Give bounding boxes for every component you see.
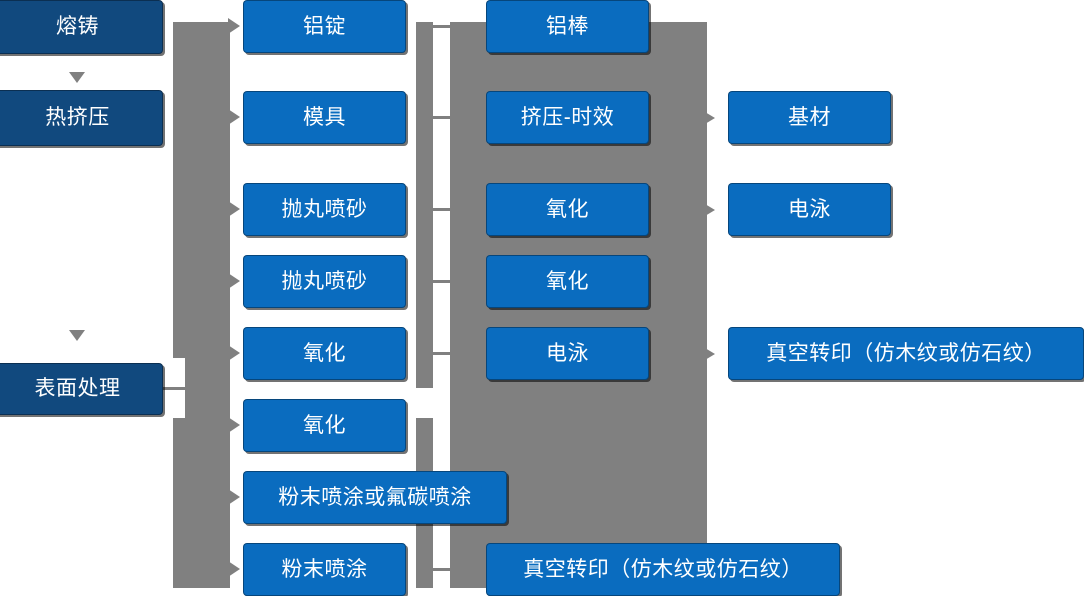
node-paowan-1[interactable]: 抛丸喷砂: [243, 183, 406, 236]
bridge-row-6: [430, 568, 454, 571]
node-paowan-2[interactable]: 抛丸喷砂: [243, 255, 406, 308]
arrow-down-rejiya-biaomian: [69, 330, 85, 341]
node-label: 真空转印（仿木纹或仿石纹）: [766, 341, 1046, 365]
node-zhenkong-bottom[interactable]: 真空转印（仿木纹或仿石纹）: [486, 543, 840, 596]
node-label: 粉末喷涂或氟碳喷涂: [278, 485, 472, 509]
trunk-mid-notch: [410, 388, 440, 418]
arrow-to-paowan-2: [228, 273, 240, 289]
arrow-to-jicai: [705, 112, 715, 124]
sep-line-1: [433, 22, 450, 25]
arrow-to-paowan-1: [228, 201, 240, 217]
node-label: 电泳: [788, 197, 831, 221]
node-dianyong-2[interactable]: 电泳: [728, 183, 891, 236]
node-label: 电泳: [546, 341, 589, 365]
arrow-to-yanghua-1: [228, 345, 240, 361]
arrow-to-yanghua-2: [228, 417, 240, 433]
node-fenmo[interactable]: 粉末喷涂: [243, 543, 406, 596]
node-label: 模具: [303, 105, 346, 129]
node-label: 氧化: [303, 341, 346, 365]
arrow-to-fenmo-fst: [228, 489, 240, 505]
bridge-row-3: [430, 208, 454, 211]
node-label: 氧化: [546, 269, 589, 293]
arrow-to-dianyong-2: [705, 204, 715, 216]
arrow-to-ludding: [228, 18, 240, 34]
node-label: 真空转印（仿木纹或仿石纹）: [523, 557, 803, 581]
node-label: 粉末喷涂: [281, 557, 368, 581]
node-yanghua-1[interactable]: 氧化: [243, 327, 406, 380]
node-zhenkong-top[interactable]: 真空转印（仿木纹或仿石纹）: [728, 327, 1084, 380]
node-label: 抛丸喷砂: [281, 269, 368, 293]
node-label: 热挤压: [45, 106, 110, 130]
node-label: 铝锭: [303, 14, 346, 38]
node-rongzhu[interactable]: 熔铸: [0, 0, 163, 54]
trunk-left-main: [173, 22, 230, 588]
node-yanghua-2[interactable]: 氧化: [243, 399, 406, 452]
arrow-down-rongzhu-rejiya: [69, 72, 85, 83]
node-yanghua-3[interactable]: 氧化: [486, 183, 649, 236]
node-muju[interactable]: 模具: [243, 91, 406, 144]
node-biaomian[interactable]: 表面处理: [0, 363, 163, 415]
node-label: 抛丸喷砂: [281, 197, 368, 221]
stem-biaomian-to-trunk: [163, 387, 185, 390]
bridge-row-1: [430, 25, 454, 28]
node-label: 氧化: [546, 197, 589, 221]
node-label: 挤压-时效: [520, 105, 615, 129]
node-ludding[interactable]: 铝锭: [243, 0, 406, 53]
trunk-mid-bar: [416, 22, 433, 588]
arrow-to-muju: [228, 109, 240, 125]
node-rejiya[interactable]: 热挤压: [0, 90, 163, 146]
node-label: 熔铸: [56, 15, 99, 39]
arrow-to-zhenkong-a: [705, 348, 715, 360]
bridge-row-2: [430, 116, 454, 119]
node-jiya-shixiao[interactable]: 挤压-时效: [486, 91, 649, 144]
node-label: 氧化: [303, 413, 346, 437]
bridge-row-5: [430, 352, 454, 355]
node-label: 铝棒: [546, 14, 589, 38]
node-yanghua-4[interactable]: 氧化: [486, 255, 649, 308]
bridge-row-4: [430, 280, 454, 283]
arrow-to-fenmo: [228, 561, 240, 577]
node-dianyong-1[interactable]: 电泳: [486, 327, 649, 380]
node-lubang[interactable]: 铝棒: [486, 0, 649, 53]
node-label: 基材: [788, 105, 831, 129]
node-jicai[interactable]: 基材: [728, 91, 891, 144]
node-label: 表面处理: [34, 377, 121, 401]
node-fenmo-fst[interactable]: 粉末喷涂或氟碳喷涂: [243, 471, 507, 524]
